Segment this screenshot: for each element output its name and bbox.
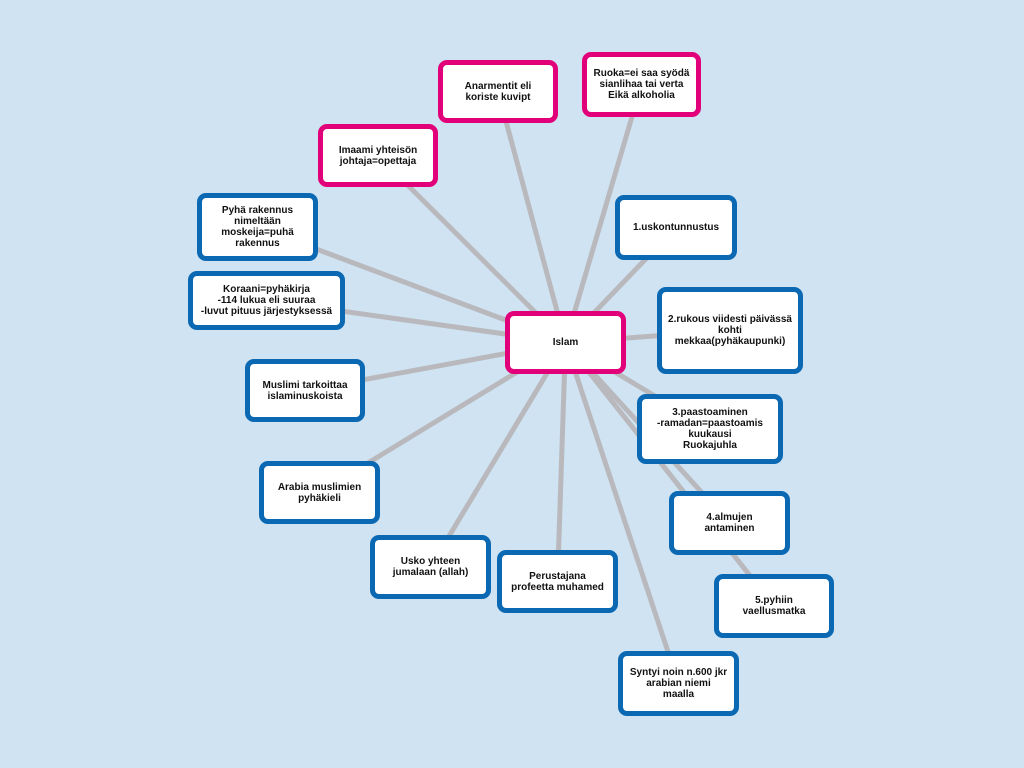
connector-usko [428, 341, 568, 569]
topic-anarmentit[interactable]: Anarmentit eli koriste kuvipt [438, 60, 558, 123]
topic-pyhiin[interactable]: 5.pyhiin vaellusmatka [714, 574, 834, 638]
connector-syntyi [563, 341, 681, 685]
topic-pyha-rakennus[interactable]: Pyhä rakennus nimeltään moskeija=puhä ra… [197, 193, 318, 261]
topic-koraani[interactable]: Koraani=pyhäkirja -114 lukua eli suuraa … [188, 271, 345, 330]
topic-ruoka[interactable]: Ruoka=ei saa syödä sianlihaa tai verta E… [582, 52, 701, 117]
connector-pyhiin [563, 340, 776, 608]
topic-syntyi[interactable]: Syntyi noin n.600 jkr arabian niemi maal… [618, 651, 739, 716]
topic-perustajana[interactable]: Perustajana profeetta muhamed [497, 550, 618, 613]
connector-anarmentit [495, 90, 568, 344]
topic-rukous[interactable]: 2.rukous viidesti päivässä kohti mekkaa(… [657, 287, 803, 374]
connector-ruoka [563, 83, 644, 344]
central-topic-islam[interactable]: Islam [505, 311, 626, 374]
topic-uskontunnustus[interactable]: 1.uskontunnustus [615, 195, 737, 260]
topic-almujen[interactable]: 4.almujen antaminen [669, 491, 790, 555]
topic-usko[interactable]: Usko yhteen jumalaan (allah) [370, 535, 491, 599]
topic-arabia[interactable]: Arabia muslimien pyhäkieli [259, 461, 380, 524]
topic-muslimi[interactable]: Muslimi tarkoittaa islaminuskoista [245, 359, 365, 422]
connector-perustajana [555, 342, 568, 582]
topic-imaami[interactable]: Imaami yhteisön johtaja=opettaja [318, 124, 438, 187]
topic-paastoaminen[interactable]: 3.paastoaminen -ramadan=paastoamis kuuka… [637, 394, 783, 464]
